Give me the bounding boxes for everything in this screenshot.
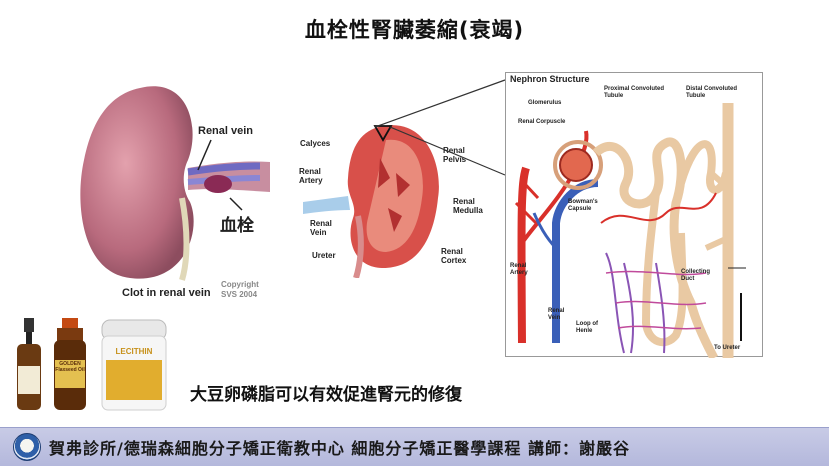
- flaxseed-label: GOLDEN Flaxseed Oil: [55, 361, 85, 373]
- products-image: GOLDEN Flaxseed Oil LECITHIN: [14, 318, 169, 413]
- renal-pelvis-label: Renal Pelvis: [443, 146, 467, 164]
- renal-cortex-label: Renal Cortex: [441, 247, 467, 265]
- section-renal-artery-label: Renal Artery: [299, 167, 323, 185]
- kidney-clot-illustration: [80, 86, 270, 281]
- calyces-label: Calyces: [300, 139, 331, 148]
- nephron-renal-artery-label: Renal Artery: [510, 263, 528, 276]
- renal-vein-label: Renal vein: [198, 125, 254, 137]
- footer-text: 賀弗診所/德瑞森細胞分子矯正衛教中心 細胞分子矯正醫學課程 講師：謝嚴谷: [49, 439, 630, 458]
- collecting-duct-label: Collecting Duct: [681, 269, 711, 282]
- renal-medulla-label: Renal Medulla: [453, 197, 483, 215]
- copyright-line2: SVS 2004: [221, 290, 258, 299]
- ureter-label: Ureter: [312, 251, 336, 260]
- footer-bar: 賀弗診所/德瑞森細胞分子矯正衛教中心 細胞分子矯正醫學課程 講師：謝嚴谷: [0, 427, 829, 466]
- distal-tubule-label: Distal Convoluted Tubule: [686, 86, 738, 99]
- nephron-illustration: [514, 103, 746, 361]
- glomerulus-label: Glomerulus: [528, 100, 562, 106]
- loop-of-henle-label: Loop of Henle: [576, 321, 598, 334]
- nephron-figure: Nephron Structure Glomerulus Renal Corpu…: [505, 72, 763, 361]
- clinic-logo-icon: [13, 433, 41, 461]
- proximal-tubule-label: Proximal Convoluted Tubule: [604, 86, 665, 99]
- lecithin-label: LECITHIN: [115, 347, 153, 356]
- renal-corpuscle-label: Renal Corpuscle: [518, 119, 566, 125]
- kidney-clot-figure: Renal vein 血栓 Clot in renal vein Copyrig…: [70, 80, 290, 310]
- copyright-line1: Copyright: [221, 280, 259, 289]
- section-renal-vein-label: Renal Vein: [310, 219, 332, 237]
- kidney-section-figure: Calyces Renal Artery Renal Vein Ureter R…: [298, 118, 496, 279]
- clot-label: 血栓: [220, 216, 254, 236]
- nephron-renal-vein-label: Renal Vein: [548, 308, 565, 321]
- slide-title: 血栓性腎臟萎縮(衰竭): [304, 18, 525, 42]
- product-bottles: [17, 318, 167, 411]
- bowmans-capsule-label: Bowman's Capsule: [568, 199, 598, 212]
- nephron-title: Nephron Structure: [510, 74, 590, 84]
- lecithin-caption: 大豆卵磷脂可以有效促進腎元的修復: [190, 385, 462, 405]
- to-ureter-label: To Ureter: [714, 345, 741, 351]
- clot-caption: Clot in renal vein: [122, 287, 211, 299]
